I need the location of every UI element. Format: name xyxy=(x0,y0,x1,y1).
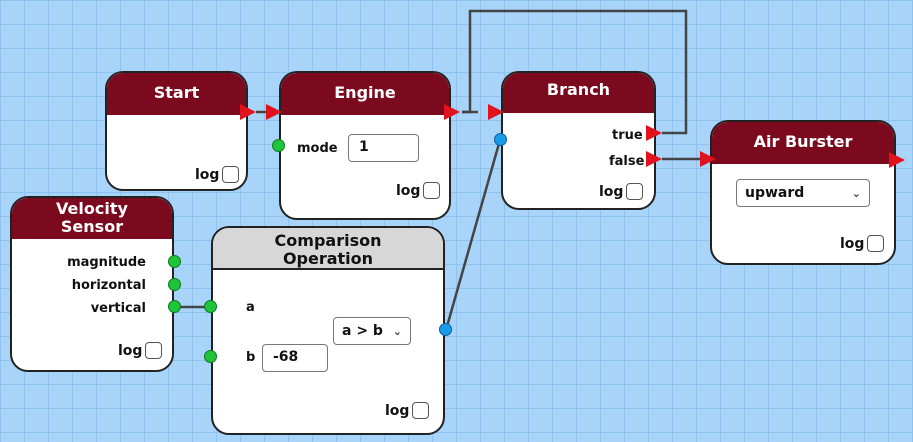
velocity-magnitude-out-port[interactable] xyxy=(168,255,181,268)
engine-node[interactable]: Engine mode 1 log xyxy=(279,71,451,220)
engine-exec-out-port[interactable] xyxy=(444,104,460,120)
velocity-log-label: log xyxy=(118,342,143,359)
engine-mode-in-port[interactable] xyxy=(272,139,285,152)
start-log-label: log xyxy=(195,166,220,183)
branch-false-out-port[interactable] xyxy=(646,151,662,167)
comparison-log-label: log xyxy=(385,402,410,419)
comparison-operator-value: a > b xyxy=(342,323,383,339)
comparison-a-in-port[interactable] xyxy=(204,300,217,313)
branch-log: log xyxy=(599,183,644,200)
chevron-down-icon: ⌄ xyxy=(851,186,861,200)
comparison-node-header[interactable]: Comparison Operation xyxy=(213,228,443,270)
comparison-title-line1: Comparison xyxy=(274,231,382,250)
branch-node-header[interactable]: Branch xyxy=(503,73,654,113)
branch-condition-in-port[interactable] xyxy=(494,133,507,146)
velocity-sensor-title-line2: Sensor xyxy=(60,217,124,236)
air-burster-node-title: Air Burster xyxy=(753,132,853,151)
branch-node-title: Branch xyxy=(546,80,611,99)
comparison-b-label: b xyxy=(246,350,256,365)
air-burster-node-header[interactable]: Air Burster xyxy=(712,122,894,164)
air-burster-node[interactable]: Air Burster upward ⌄ log xyxy=(710,120,896,265)
branch-true-label: true xyxy=(612,128,643,143)
comparison-result-out-port[interactable] xyxy=(439,323,452,336)
velocity-log: log xyxy=(118,342,163,359)
branch-exec-in-port[interactable] xyxy=(488,104,504,120)
chevron-down-icon: ⌄ xyxy=(392,324,402,338)
branch-true-out-port[interactable] xyxy=(646,125,662,141)
start-exec-out-port[interactable] xyxy=(240,104,256,120)
air-burster-exec-in-port[interactable] xyxy=(700,151,716,167)
start-log-checkbox[interactable] xyxy=(222,166,240,183)
branch-false-label: false xyxy=(609,154,645,169)
start-node[interactable]: Start log xyxy=(105,71,248,191)
velocity-horizontal-label: horizontal xyxy=(71,278,146,293)
engine-exec-in-port[interactable] xyxy=(266,104,282,120)
air-burster-exec-out-port[interactable] xyxy=(889,152,905,168)
engine-log: log xyxy=(396,182,441,199)
branch-log-label: log xyxy=(599,183,624,200)
engine-mode-label: mode xyxy=(297,141,338,156)
branch-node[interactable]: Branch true false log xyxy=(501,71,656,210)
air-burster-direction-value: upward xyxy=(745,185,805,201)
engine-node-title: Engine xyxy=(334,83,396,102)
start-node-header[interactable]: Start xyxy=(107,73,246,115)
velocity-magnitude-label: magnitude xyxy=(67,255,146,270)
air-burster-log-label: log xyxy=(840,235,865,252)
velocity-vertical-label: vertical xyxy=(90,301,146,316)
velocity-horizontal-out-port[interactable] xyxy=(168,278,181,291)
comparison-b-input[interactable]: -68 xyxy=(262,344,328,372)
engine-log-label: log xyxy=(396,182,421,199)
air-burster-direction-select[interactable]: upward ⌄ xyxy=(736,179,870,207)
air-burster-log-checkbox[interactable] xyxy=(867,235,885,252)
wire-branch-loop xyxy=(462,9,688,135)
comparison-title-line2: Operation xyxy=(282,249,374,268)
air-burster-log: log xyxy=(840,235,885,252)
engine-node-header[interactable]: Engine xyxy=(281,73,449,115)
start-node-title: Start xyxy=(153,83,200,102)
velocity-vertical-out-port[interactable] xyxy=(168,300,181,313)
comparison-b-in-port[interactable] xyxy=(204,350,217,363)
comparison-a-label: a xyxy=(246,300,255,315)
velocity-log-checkbox[interactable] xyxy=(145,342,163,359)
engine-mode-input[interactable]: 1 xyxy=(348,134,419,162)
velocity-sensor-node-header[interactable]: Velocity Sensor xyxy=(12,198,172,239)
wire-bool-branch xyxy=(444,139,502,331)
engine-log-checkbox[interactable] xyxy=(423,182,441,199)
comparison-node[interactable]: Comparison Operation a b -68 a > b ⌄ log xyxy=(211,226,445,435)
start-log: log xyxy=(195,166,240,183)
velocity-sensor-node[interactable]: Velocity Sensor magnitude horizontal ver… xyxy=(10,196,174,372)
branch-log-checkbox[interactable] xyxy=(626,183,644,200)
comparison-log-checkbox[interactable] xyxy=(412,402,430,419)
velocity-sensor-title-line1: Velocity xyxy=(56,199,128,218)
comparison-log: log xyxy=(385,402,430,419)
comparison-operator-select[interactable]: a > b ⌄ xyxy=(333,317,411,345)
